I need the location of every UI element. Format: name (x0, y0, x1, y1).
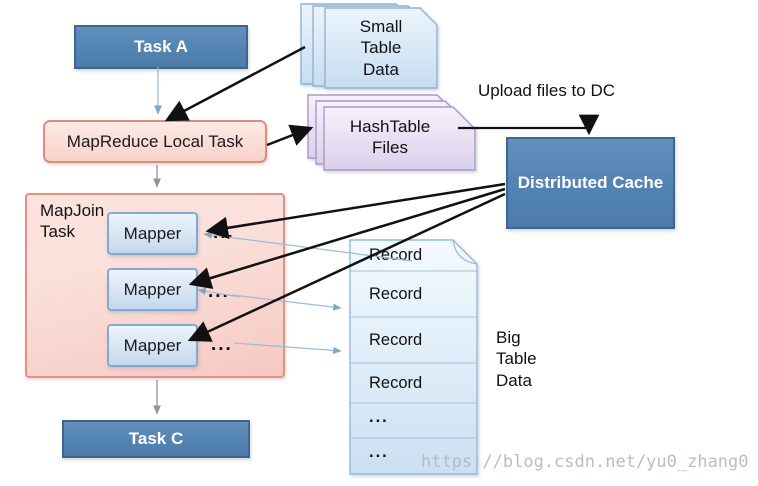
hashtable-stack (307, 94, 476, 171)
hashtable-page-front (323, 106, 476, 171)
small-table-stack (300, 3, 438, 89)
small-table-page-front (324, 7, 438, 89)
watermark-text: https://blog.csdn.net/yu0_zhang0 (421, 452, 749, 472)
record-stack-body (349, 239, 478, 475)
record-stack (349, 239, 478, 475)
